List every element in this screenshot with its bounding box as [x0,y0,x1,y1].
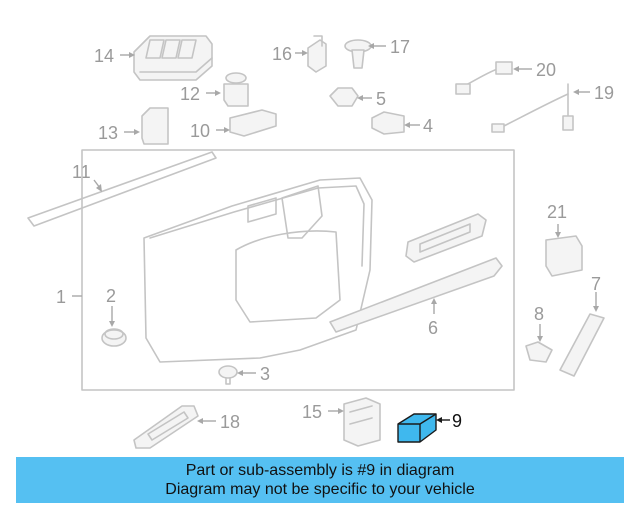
part-19-cable [491,83,574,133]
callout-18: 18 [220,412,240,432]
vehicle-fit-banner: Part or sub-assembly is #9 in diagram Di… [16,457,624,503]
callout-20: 20 [536,60,556,80]
callout-1: 1 [56,287,66,307]
part-18-pull-handle [133,405,199,449]
callout-17: 17 [390,37,410,57]
callout-9: 9 [452,411,462,431]
banner-line-disclaimer: Diagram may not be specific to your vehi… [165,481,475,498]
callout-12: 12 [180,84,200,104]
callout-16: 16 [272,44,292,64]
part-9-highlighted-switch [397,413,437,443]
callout-10: 10 [190,121,210,141]
callout-14: 14 [94,46,114,66]
part-5-bracket [329,87,359,107]
part-12-knob-switch [223,72,249,107]
part-21-module [545,235,583,277]
part-3-screw [218,365,238,385]
part-10-switch [229,109,277,137]
callout-5: 5 [376,89,386,109]
callout-15: 15 [302,402,322,422]
callout-13: 13 [98,123,118,143]
part-1-door-trim-panel [81,149,515,391]
part-7-trim-strip [559,313,605,377]
callout-2: 2 [106,286,116,306]
banner-line-part: Part or sub-assembly is #9 in diagram [185,462,455,479]
callout-3: 3 [260,364,270,384]
callout-8: 8 [534,304,544,324]
callout-7: 7 [591,274,601,294]
callout-19: 19 [594,83,614,103]
callout-4: 4 [423,116,433,136]
part-4-clip [371,111,405,135]
part-door-handle [405,213,487,263]
callout-6: 6 [428,318,438,338]
part-15-switch [343,397,381,447]
callout-21: 21 [547,202,567,222]
part-17-push-pin [344,39,372,69]
part-11-weatherstrip [27,151,217,227]
part-20-wire-harness [455,61,513,95]
part-2-retainer [101,328,127,347]
part-13-switch [141,107,169,145]
part-6-trim-molding [329,257,503,333]
part-8-clip [525,341,553,363]
part-16-clip [307,35,327,73]
part-14-window-switch [133,35,213,81]
